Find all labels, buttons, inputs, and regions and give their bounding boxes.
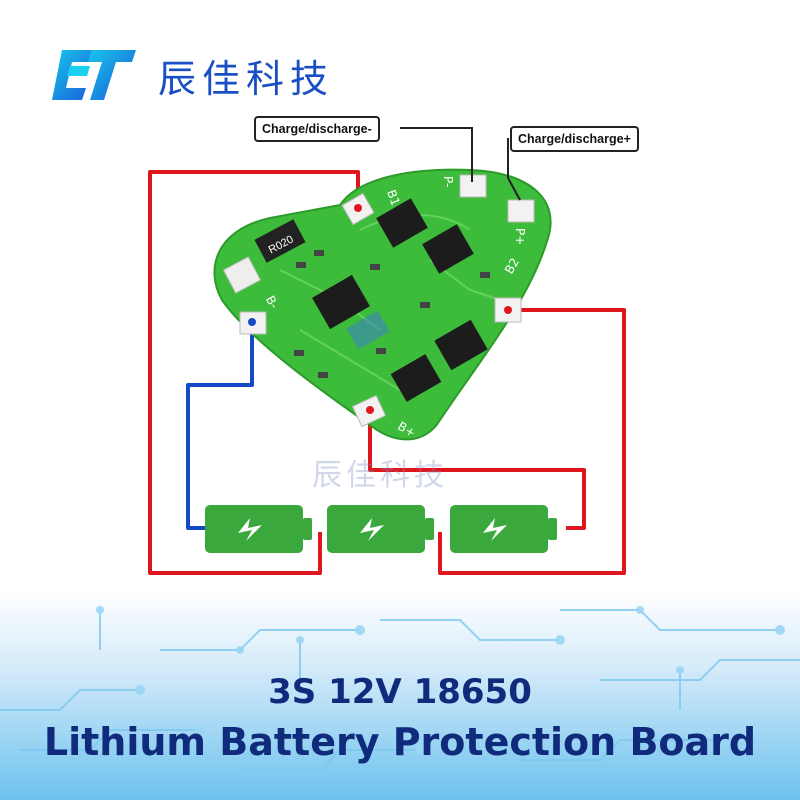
pcb-pads <box>239 174 535 428</box>
callout-charge-discharge-negative: Charge/discharge- <box>254 116 380 142</box>
callout-charge-discharge-positive: Charge/discharge+ <box>510 126 639 152</box>
battery-pack <box>205 505 557 553</box>
balance-connector <box>222 256 262 294</box>
product-banner: 3S 12V 18650 Lithium Battery Protection … <box>0 590 800 800</box>
mosfet-ic-4 <box>390 354 442 402</box>
battery-cell-2 <box>327 505 434 553</box>
circuit-background <box>0 590 800 800</box>
small-chip <box>346 310 390 350</box>
mosfet-ic-3 <box>434 319 488 371</box>
callout-leaders <box>400 127 521 201</box>
battery-cell-1 <box>205 505 312 553</box>
ct-logo-icon <box>52 50 136 100</box>
lightning-bolt-icon <box>483 518 507 541</box>
pad-label-b2: B2 <box>502 256 522 277</box>
mosfet-ic-1 <box>376 198 428 248</box>
protection-ic <box>312 274 370 330</box>
pad-label-p-minus: P- <box>441 176 455 187</box>
sense-resistor <box>254 219 306 263</box>
banner-title-line2: Lithium Battery Protection Board <box>43 720 757 764</box>
watermark: 辰佳科技 <box>312 458 448 493</box>
wires <box>148 170 626 575</box>
brand-header: 辰佳科技 <box>52 40 334 110</box>
pad-label-p-plus: P+ <box>513 228 527 245</box>
lightning-bolt-icon <box>360 518 384 541</box>
pad-label-b-minus: B- <box>263 293 281 311</box>
pad-label-b1: B1 <box>384 188 403 208</box>
mosfet-ic-2 <box>422 224 474 274</box>
brand-name: 辰佳科技 <box>158 56 335 101</box>
banner-title-line1: 3S 12V 18650 <box>268 672 532 712</box>
battery-cell-3 <box>450 505 557 553</box>
lightning-bolt-icon <box>238 518 262 541</box>
protection-pcb: R020 B1 <box>213 168 552 441</box>
